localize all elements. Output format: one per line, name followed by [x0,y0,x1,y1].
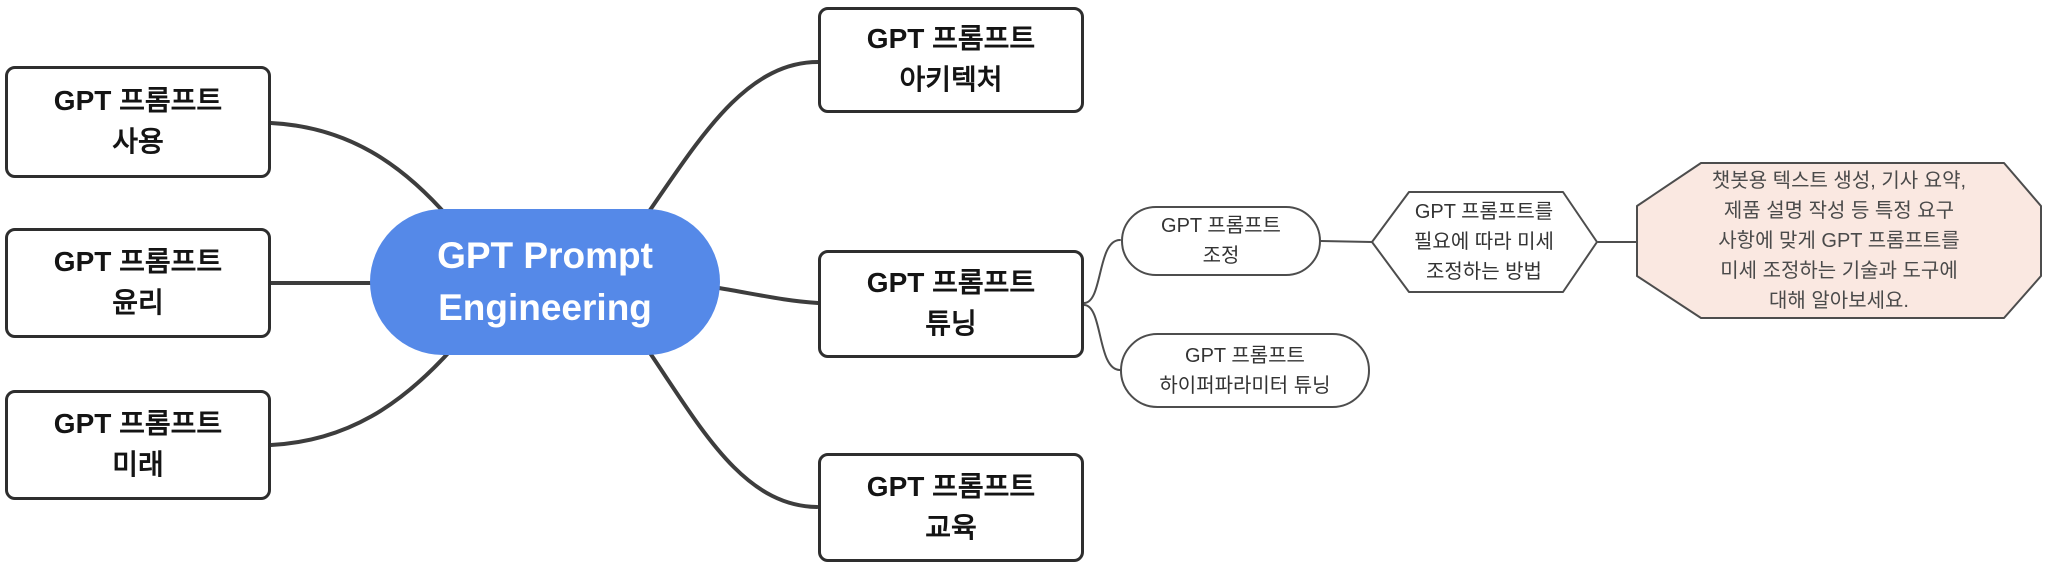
node-architecture[interactable]: GPT 프롬프트 아키텍처 [818,7,1084,113]
edge-usage-center [269,121,451,220]
node-future[interactable]: GPT 프롬프트 미래 [5,390,271,500]
detail-node-shape[interactable] [1636,162,2042,319]
edge-future-center [269,348,453,447]
edge-tuning-hyperparameter [1083,304,1121,371]
node-hyperparameter[interactable]: GPT 프롬프트 하이퍼파라미터 튜닝 [1120,333,1370,408]
node-tuning[interactable]: GPT 프롬프트 튜닝 [818,250,1084,358]
edge-center-tuning [717,286,820,305]
node-education[interactable]: GPT 프롬프트 교육 [818,453,1084,562]
node-center[interactable]: GPT Prompt Engineering [370,209,720,355]
node-adjust[interactable]: GPT 프롬프트 조정 [1121,206,1321,276]
edge-center-education [648,351,819,509]
edge-tuning-adjust [1083,239,1121,304]
node-ethics[interactable]: GPT 프롬프트 윤리 [5,228,271,338]
node-usage[interactable]: GPT 프롬프트 사용 [5,66,271,178]
edge-center-architecture [646,60,820,215]
node-detail-label[interactable]: 챗봇용 텍스트 생성, 기사 요약, 제품 설명 작성 등 특정 요구 사항에 … [1711,169,1967,312]
edge-adjust-method [1320,240,1373,243]
method-node-shape[interactable] [1371,191,1598,293]
node-method-label[interactable]: GPT 프롬프트를 필요에 따라 미세 조정하는 방법 [1414,201,1554,283]
